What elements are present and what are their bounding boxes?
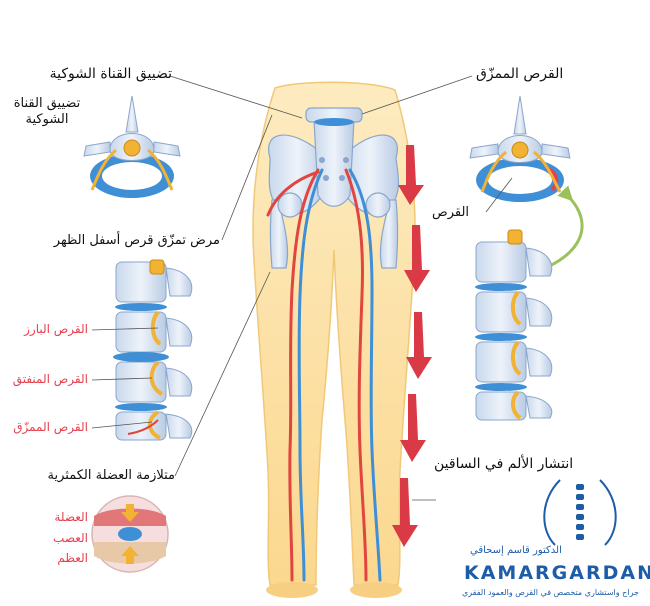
torn-disc-title-label: القرص الممزّق (476, 66, 564, 82)
brand-doctor: الدكتور قاسم إسحاقي (470, 545, 562, 556)
leader-lines (91, 75, 513, 501)
piriformis-label: متلازمة العضلة الكمثرية (47, 468, 175, 483)
torn-disc-vertebra (469, 95, 571, 202)
lumbar-disc (314, 118, 354, 126)
right-foot (350, 582, 402, 598)
nerve-label: العصب (53, 531, 88, 545)
pain-arrow-1 (398, 145, 424, 205)
herniated-disc-label: القرص البارز (24, 322, 88, 336)
left-foot (266, 582, 318, 598)
spine-column-right (475, 229, 553, 421)
pelvis (268, 107, 400, 269)
pain-arrow-5 (392, 478, 418, 547)
brand-name: KAMARGARDAN (464, 562, 650, 584)
stenosis-small-label: تضييق القناة الشوكية (13, 96, 81, 127)
pain-arrows (392, 145, 432, 547)
stenosis-vertebra (83, 95, 181, 198)
brand-tagline: جراح واستشاري متخصص في القرص والعمود الف… (462, 588, 639, 597)
muscle-label: العضلة (54, 510, 88, 524)
spine-column-left (113, 259, 193, 441)
stenosis-title-label: تضييق القناة الشوكية (49, 66, 172, 82)
low-back-tear-label: مرض تمزّق قرص أسفل الظهر (53, 233, 220, 248)
piriformis-inset (91, 495, 169, 573)
pain-arrow-3 (406, 312, 432, 379)
disc-label: القرص (432, 205, 470, 220)
pain-arrow-4 (400, 394, 426, 462)
torn-disc-label: القرص الممزّق (13, 420, 88, 434)
pain-arrow-2 (404, 225, 430, 292)
leg-pain-label: انتشار الألم في الساقين (434, 456, 574, 472)
swollen-disc-label: القرص المنفتق (12, 372, 88, 386)
bone-label: العظم (57, 551, 88, 565)
brand-logo (543, 479, 617, 546)
leg-nerves (266, 168, 382, 582)
